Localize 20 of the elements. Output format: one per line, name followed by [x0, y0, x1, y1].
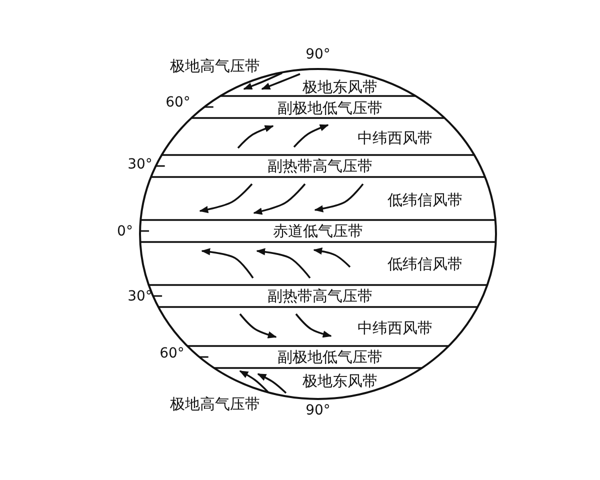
wind-belt-label: 低纬信风带	[388, 192, 462, 208]
pressure-belt-label: 赤道低气压带	[273, 222, 363, 240]
wind-belt-label: 极地东风带	[302, 372, 378, 390]
pressure-belt-label: 极地高气压带	[170, 396, 260, 412]
wind-belt-label: 中纬西风带	[358, 130, 432, 146]
latitude-label: 30°	[128, 157, 152, 173]
pressure-belt-label: 极地高气压带	[170, 58, 260, 74]
wind-belt-label: 低纬信风带	[388, 256, 462, 272]
pressure-belt-label: 副热带高气压带	[268, 158, 372, 174]
wind-belt-label: 中纬西风带	[358, 320, 432, 336]
pressure-belt-label: 副极地低气压带	[278, 348, 382, 366]
latitude-label: 90°	[306, 47, 330, 63]
wind-belt-label: 极地东风带	[302, 78, 378, 96]
latitude-label: 60°	[160, 346, 184, 362]
latitude-label: 90°	[306, 403, 330, 419]
latitude-label: 30°	[128, 289, 152, 305]
latitude-label: 60°	[166, 95, 190, 111]
pressure-belt-label: 副极地低气压带	[278, 100, 382, 116]
latitude-label: 0°	[117, 224, 133, 240]
pressure-belt-label: 副热带高气压带	[268, 288, 372, 304]
